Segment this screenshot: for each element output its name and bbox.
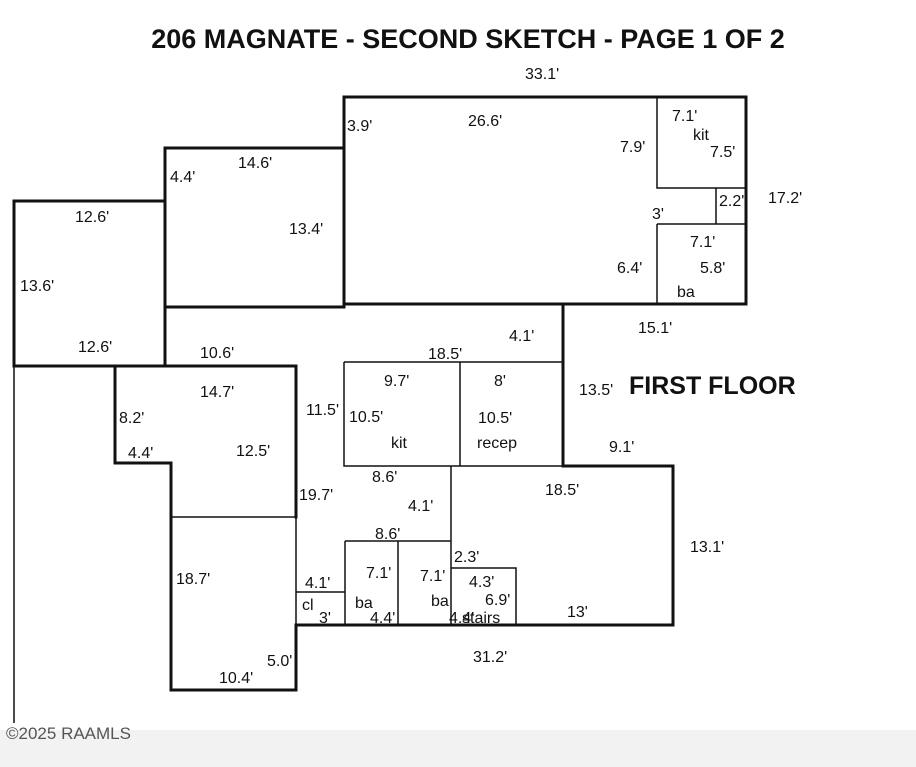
- room-labels: kit ba kit recep ba ba cl stairs: [302, 127, 710, 627]
- dim-left-room-left: 8.2': [119, 410, 144, 427]
- floor-plan-sketch: 206 MAGNATE - SECOND SKETCH - PAGE 1 OF …: [12, 24, 802, 723]
- dim-far-left-top: 12.6': [75, 209, 109, 226]
- room-label-stairs: stairs: [462, 610, 500, 627]
- dim-recep-height: 10.5': [478, 410, 512, 427]
- room-label-cl: cl: [302, 597, 314, 614]
- dim-ba1-height: 7.1': [366, 565, 391, 582]
- room-label-ba2: ba: [431, 593, 449, 610]
- floor-plan-walls: [12, 95, 748, 723]
- bath-outlines: [344, 540, 451, 625]
- dim-lower-right-top: 18.5': [545, 482, 579, 499]
- left-room-top-wall: [113, 364, 298, 519]
- dim-stairs-width: 4.3': [469, 574, 494, 591]
- dim-bottom-overall: 31.2': [473, 649, 507, 666]
- dim-upper-step-bottom: 3': [652, 206, 664, 223]
- dim-upper-ba-left: 6.4': [617, 260, 642, 277]
- dim-upper-ba-top: 7.1': [690, 234, 715, 251]
- dim-upper-kit-top: 7.1': [672, 108, 697, 125]
- dim-bottom-room-width: 10.4': [219, 670, 253, 687]
- lower-right-outer-wall: [294, 464, 675, 627]
- dim-far-left-bottom: 12.6': [78, 339, 112, 356]
- dim-kit-left: 10.5': [349, 409, 383, 426]
- upper-block-outline: [342, 95, 748, 306]
- dim-hall-width: 10.6': [200, 345, 234, 362]
- dimension-labels: 33.1' 3.9' 26.6' 7.9' 7.1' 7.5' 2.2' 17.…: [20, 66, 802, 687]
- dim-upper-left-wall: 3.9': [347, 118, 372, 135]
- dim-ba-top-width: 8.6': [375, 526, 400, 543]
- dim-bottom-room-height: 18.7': [176, 571, 210, 588]
- dim-ba2-height: 7.1': [420, 568, 445, 585]
- dim-right-height: 13.5': [579, 382, 613, 399]
- dim-kit-top: 9.7': [384, 373, 409, 390]
- room-label-upper-kit: kit: [693, 127, 710, 144]
- left-room-outer-wall: [113, 364, 298, 692]
- room-label-upper-ba: ba: [677, 284, 695, 301]
- dim-cl-width: 4.1': [305, 575, 330, 592]
- room-label-recep: recep: [477, 435, 517, 452]
- kit-recep-outline: [343, 361, 563, 467]
- dim-lower-right-height: 13.1': [690, 539, 724, 556]
- dim-center-step: 4.1': [509, 328, 534, 345]
- room-label-ba1: ba: [355, 595, 373, 612]
- room-label-kit: kit: [391, 435, 408, 452]
- floor-plan-sheet: 206 MAGNATE - SECOND SKETCH - PAGE 1 OF …: [0, 0, 916, 730]
- dim-mid-left-height: 13.4': [289, 221, 323, 238]
- dim-kit-bottom: 8.6': [372, 469, 397, 486]
- dim-ba2-width: 4.4': [449, 610, 474, 627]
- floor-label: FIRST FLOOR: [629, 372, 796, 400]
- dim-left-room-top: 14.7': [200, 384, 234, 401]
- dim-upper-step: 2.2': [719, 193, 744, 210]
- dim-upper-kit-left: 7.9': [620, 139, 645, 156]
- dim-recep-top: 8': [494, 373, 506, 390]
- dim-mid-left-top: 14.6': [238, 155, 272, 172]
- dim-far-left-height: 13.6': [20, 278, 54, 295]
- dim-stairs-height: 6.9': [485, 592, 510, 609]
- dim-bottom-room-step: 5.0': [267, 653, 292, 670]
- dim-lower-hall: 19.7': [299, 487, 333, 504]
- dim-cl-depth: 3': [319, 610, 331, 627]
- dim-center-top: 18.5': [428, 346, 462, 363]
- dim-hall-height: 11.5': [306, 402, 339, 419]
- dim-upper-kit-right: 7.5': [710, 144, 735, 161]
- upper-ba-outline: [656, 188, 746, 304]
- dim-upper-top: 26.6': [468, 113, 502, 130]
- bottom-room-top-wall: [171, 516, 297, 628]
- stairs-outline: [451, 567, 517, 625]
- dim-left-room-height: 12.5': [236, 443, 270, 460]
- dim-lower-right-bottom: 13': [567, 604, 588, 621]
- dim-right-mid: 15.1': [638, 320, 672, 337]
- dim-ba1-width: 4.4': [370, 610, 395, 627]
- dim-upper-ba-right: 5.8': [700, 260, 725, 277]
- sketch-title: 206 MAGNATE - SECOND SKETCH - PAGE 1 OF …: [151, 24, 785, 54]
- copyright-watermark: ©2025 RAAMLS: [6, 724, 131, 743]
- dim-top-overall: 33.1': [525, 66, 559, 83]
- dim-stairs-step: 2.3': [454, 549, 479, 566]
- dim-mid-left-step: 4.4': [170, 169, 195, 186]
- dim-right-step: 9.1': [609, 439, 634, 456]
- dim-right-overall: 17.2': [768, 190, 802, 207]
- dim-lower-step: 4.1': [408, 498, 433, 515]
- dim-left-room-step: 4.4': [128, 445, 153, 462]
